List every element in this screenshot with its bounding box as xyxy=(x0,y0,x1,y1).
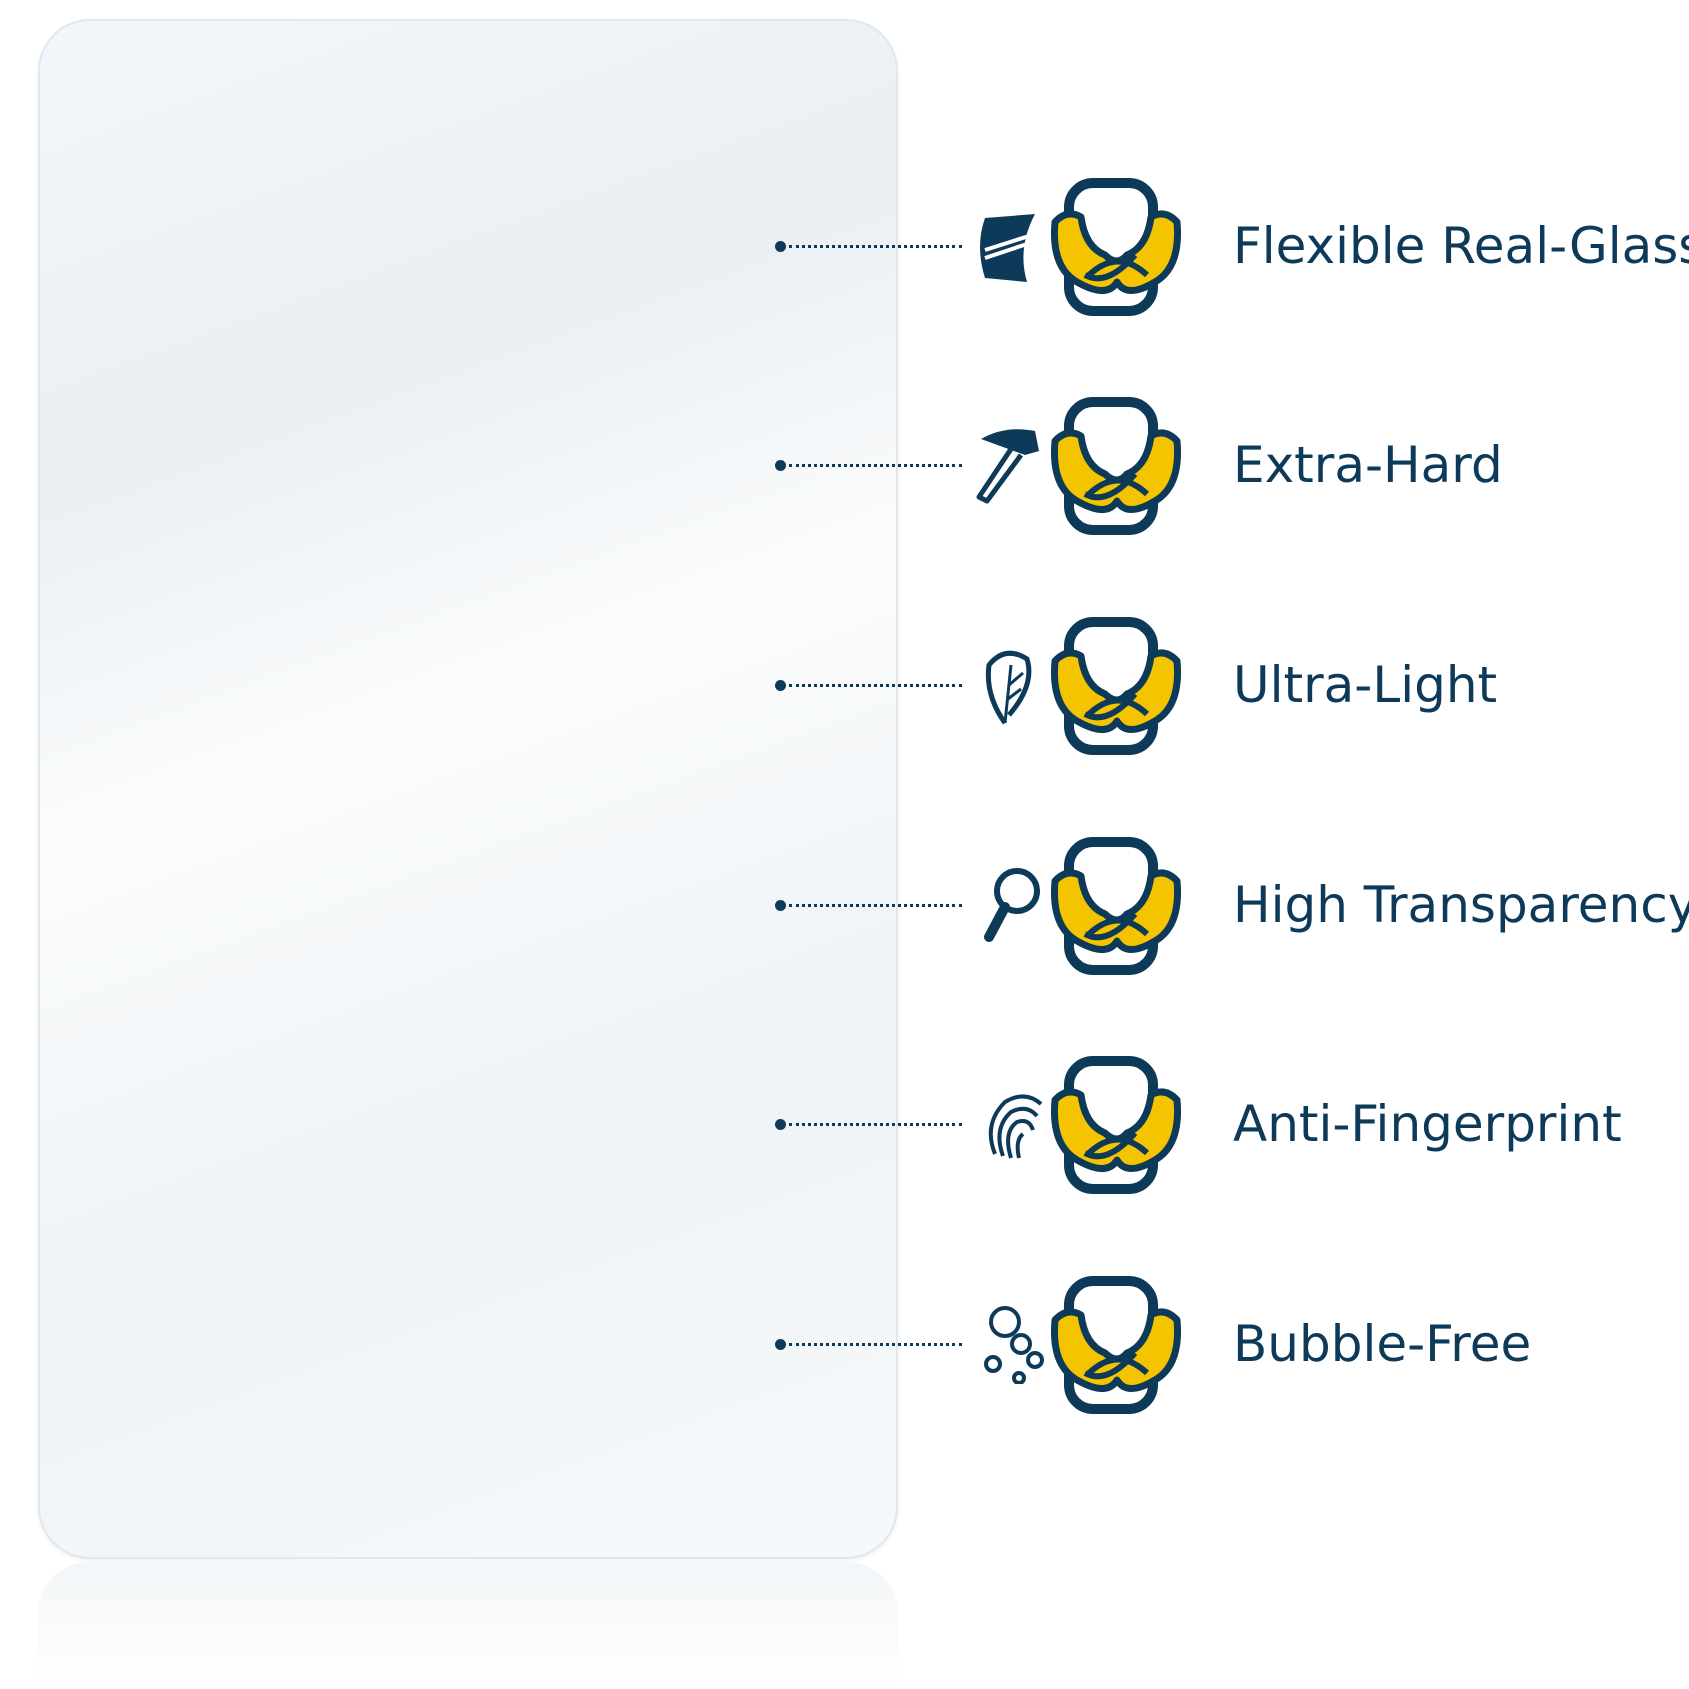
feature-label: Bubble-Free xyxy=(1233,1315,1532,1373)
leader-dot xyxy=(775,241,786,252)
dotted-leader xyxy=(789,245,962,248)
dotted-leader xyxy=(789,684,962,687)
flexible-glass-icon xyxy=(980,214,1035,282)
feather-icon xyxy=(985,650,1032,725)
feature-anti-fingerprint: Anti-Fingerprint xyxy=(775,1049,1689,1199)
screen-protector-panel xyxy=(38,19,898,1559)
strong-shield-badge-icon xyxy=(1047,836,1185,976)
leader-dot xyxy=(775,1339,786,1350)
leader-dot xyxy=(775,900,786,911)
panel-reflection xyxy=(38,1562,898,1689)
feature-bubble-free: Bubble-Free xyxy=(775,1269,1689,1419)
hammer-icon xyxy=(976,429,1039,504)
dotted-leader xyxy=(789,1343,962,1346)
leader-dot xyxy=(775,1119,786,1130)
leader-dot xyxy=(775,680,786,691)
strong-shield-badge-icon xyxy=(1047,616,1185,756)
leader-dot xyxy=(775,460,786,471)
bubbles-icon xyxy=(984,1306,1044,1384)
strong-shield-badge-icon xyxy=(1047,1055,1185,1195)
feature-label: Ultra-Light xyxy=(1233,656,1498,714)
dotted-leader xyxy=(789,464,962,467)
feature-label: Flexible Real-Glass xyxy=(1233,217,1689,275)
dotted-leader xyxy=(789,904,962,907)
magnifier-icon xyxy=(984,868,1040,942)
strong-shield-badge-icon xyxy=(1047,1275,1185,1415)
strong-shield-badge-icon xyxy=(1047,177,1185,317)
strong-shield-badge-icon xyxy=(1047,396,1185,536)
dotted-leader xyxy=(789,1123,962,1126)
feature-extra-hard: Extra-Hard xyxy=(775,390,1689,540)
feature-label: High Transparency xyxy=(1233,876,1689,934)
feature-label: Extra-Hard xyxy=(1233,436,1503,494)
feature-high-transparency: High Transparency xyxy=(775,830,1689,980)
feature-ultra-light: Ultra-Light xyxy=(775,610,1689,760)
feature-flexible-real-glass: Flexible Real-Glass xyxy=(775,171,1689,321)
feature-label: Anti-Fingerprint xyxy=(1233,1095,1622,1153)
fingerprint-icon xyxy=(988,1094,1043,1159)
